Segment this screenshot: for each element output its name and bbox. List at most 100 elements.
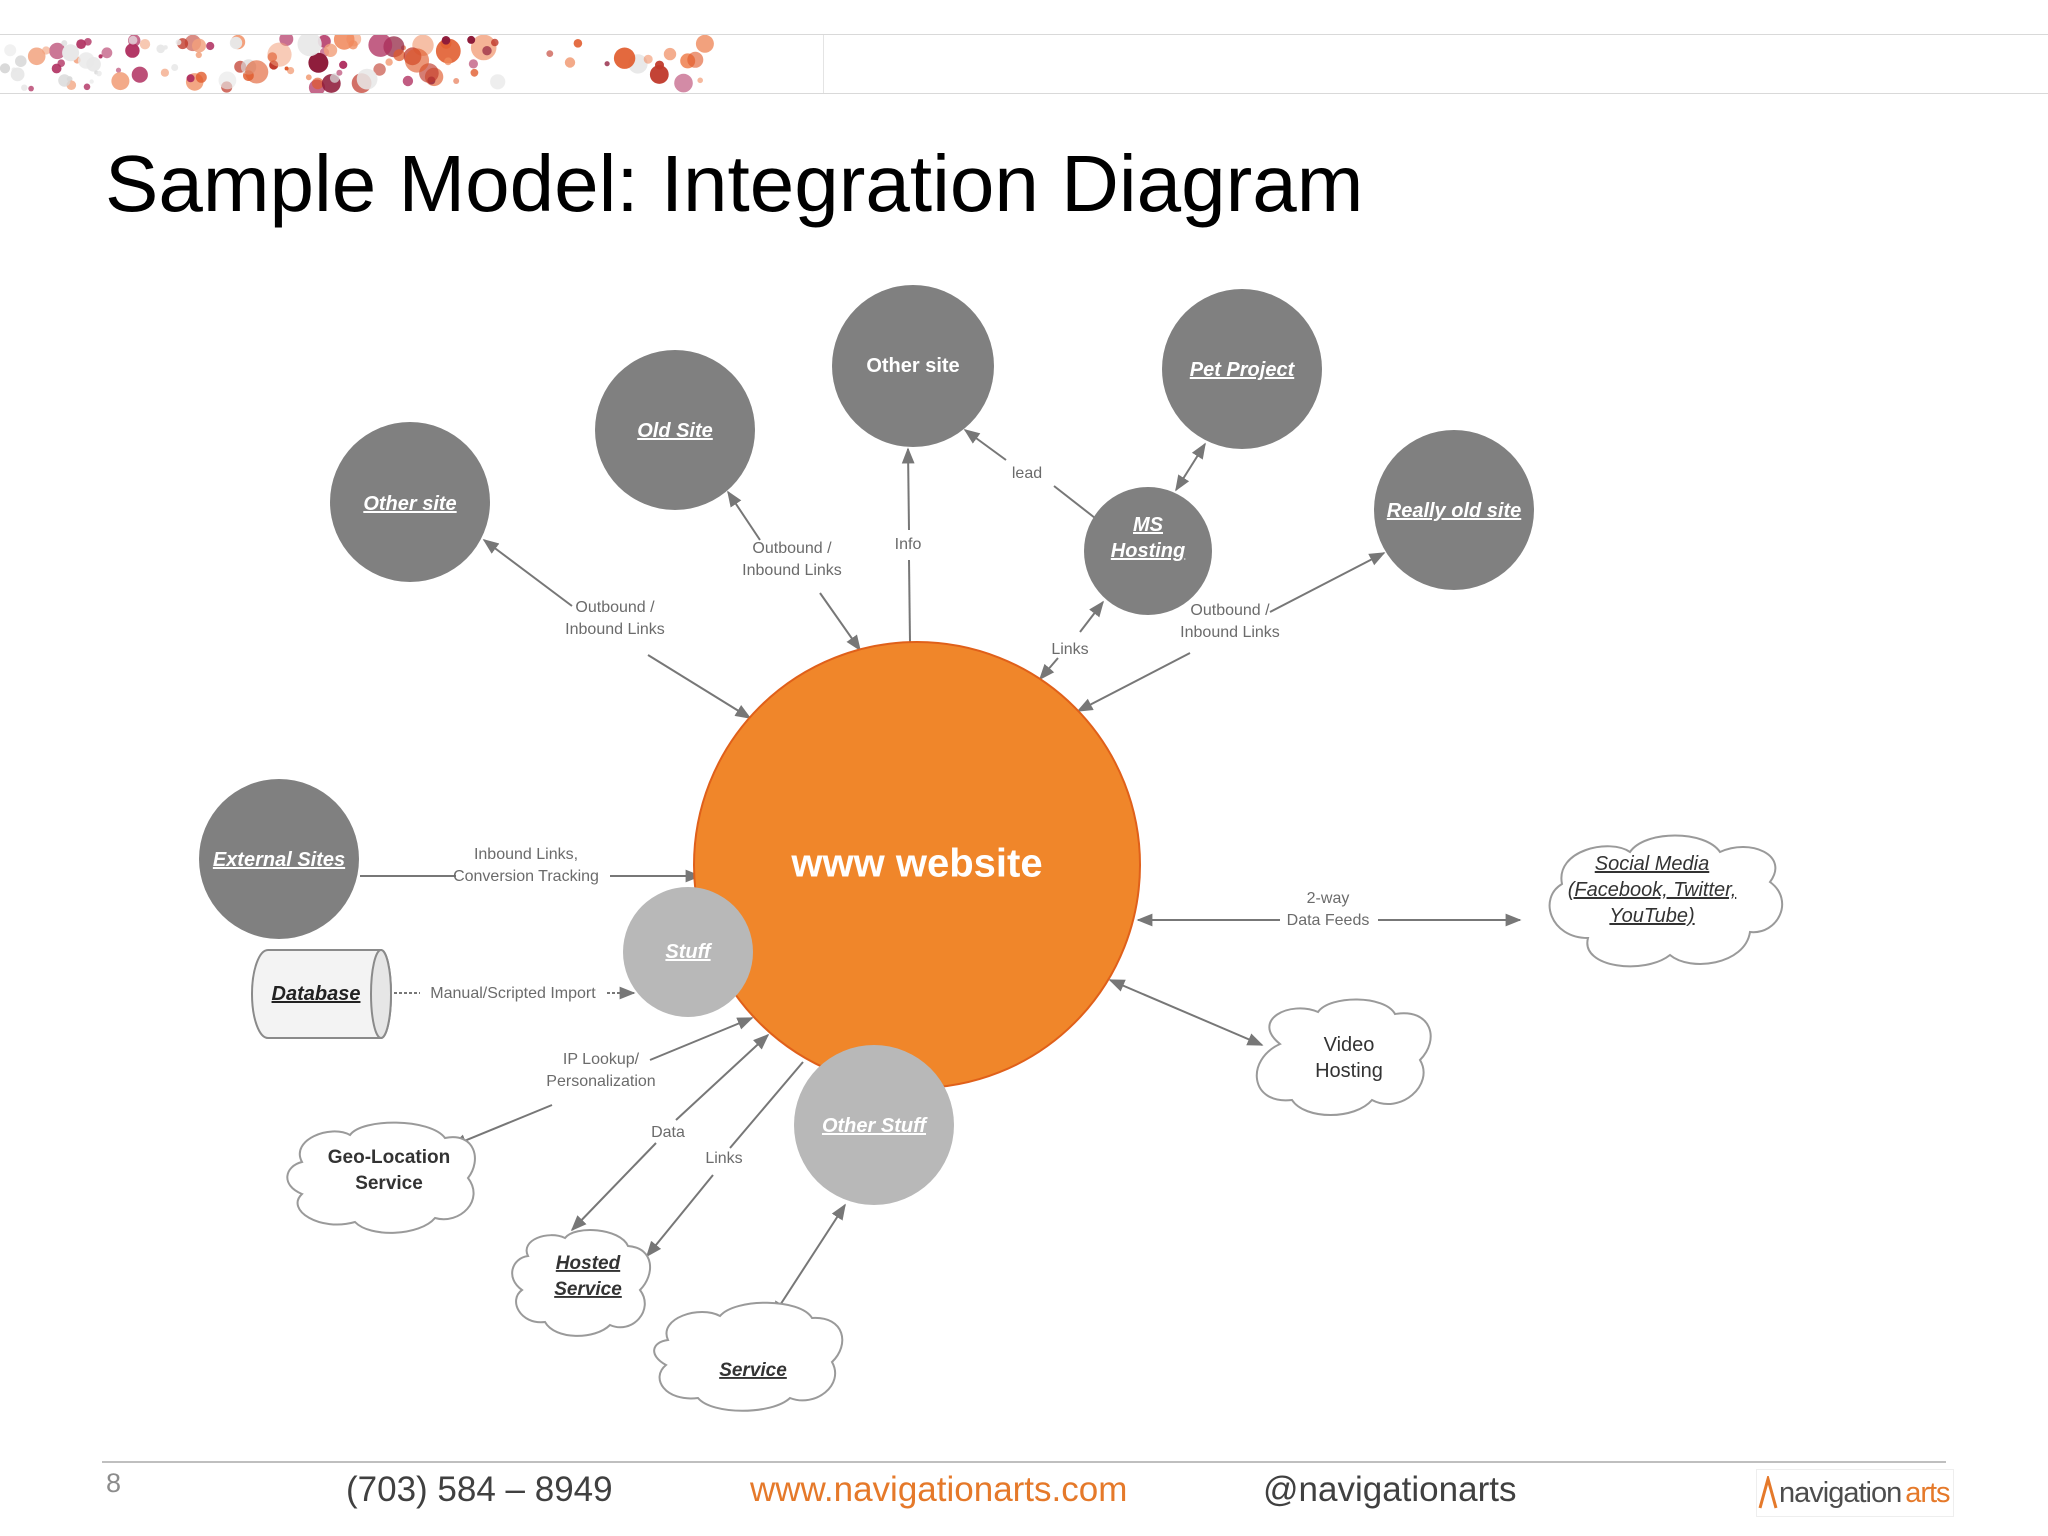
banner-dot — [311, 77, 324, 90]
banner-dot — [649, 65, 669, 84]
cloud-label-line: YouTube) — [1609, 905, 1694, 927]
banner-dot — [245, 60, 269, 84]
connection-label-line: Info — [895, 536, 922, 553]
node-other-site-left — [330, 422, 490, 582]
connection-label-links-hosted: Links — [705, 1150, 742, 1167]
connection-label-database: Manual/Scripted Import — [430, 985, 596, 1002]
banner-dot — [453, 78, 460, 84]
banner-dot — [491, 38, 499, 47]
node-external-sites-label: External Sites — [213, 849, 345, 871]
node-external-sites — [199, 779, 359, 939]
cloud-label-line: Video — [1324, 1034, 1375, 1056]
node-label-line: Other site — [866, 355, 959, 377]
banner-dot — [468, 59, 478, 69]
cloud-service — [653, 1301, 844, 1412]
line-other-site-top-b — [908, 559, 911, 643]
banner-dot — [115, 67, 122, 73]
line-hosted-links — [729, 1061, 804, 1149]
banner-dot — [229, 36, 243, 50]
cloud-label-line: Service — [554, 1279, 622, 1300]
banner-dot — [192, 38, 206, 53]
connection-label-line: Conversion Tracking — [453, 868, 599, 885]
node-other-stuff — [794, 1045, 954, 1205]
banner-dot — [11, 67, 17, 73]
banner-dot — [186, 74, 195, 83]
node-label-line: Old Site — [637, 420, 713, 442]
line-ms-hosting — [1038, 657, 1059, 681]
banner-dot — [4, 44, 17, 57]
banner-dot — [195, 71, 207, 83]
banner-dot — [267, 52, 278, 62]
connection-label-external-sites: Inbound Links,Conversion Tracking — [453, 846, 599, 885]
connection-label-links-ms: Links — [1051, 641, 1088, 658]
banner-dot — [695, 35, 714, 53]
banner-dot — [58, 74, 71, 87]
cloud-service-label: Service — [719, 1360, 787, 1381]
banner-dot — [27, 47, 46, 66]
line-other-site-top — [901, 447, 915, 531]
cloud-label-line: Social Media — [1595, 853, 1710, 875]
banner-dot — [305, 74, 312, 81]
banner-dot — [441, 36, 451, 45]
node-label-line: MS — [1133, 514, 1164, 536]
banner-dot — [687, 51, 704, 68]
footer-twitter-handle[interactable]: @navigationarts — [1263, 1470, 1517, 1509]
node-other-site-top — [832, 285, 994, 447]
banner-dot — [218, 71, 237, 90]
connection-label-line: Inbound Links — [742, 562, 842, 579]
line-hosted-links-b — [645, 1174, 714, 1258]
node-other-site-top-label: Other site — [866, 355, 959, 377]
cloud-label-line: Service — [355, 1173, 423, 1194]
banner-dot — [546, 50, 554, 57]
logo-mark-icon — [1758, 1476, 1778, 1509]
banner-dot — [76, 39, 86, 49]
banner-dot — [156, 44, 165, 54]
connection-label-line: Personalization — [546, 1073, 655, 1090]
node-label-line: Hosting — [1111, 540, 1185, 562]
line-old-site — [727, 490, 761, 541]
line-video-hosting — [1108, 979, 1264, 1046]
banner-dot — [467, 35, 476, 44]
cloud-hosted-service — [511, 1229, 652, 1337]
connection-label-line: Inbound Links — [565, 621, 665, 638]
footer-phone: (703) 584 – 8949 — [346, 1470, 613, 1509]
line-geo-location — [649, 1017, 754, 1061]
footer-url-link[interactable]: www.navigationarts.com — [750, 1470, 1128, 1509]
page-number: 8 — [106, 1468, 122, 1498]
node-ms-hosting-label: MS Hosting — [1111, 514, 1185, 562]
node-really-old-site — [1374, 430, 1534, 590]
banner-dot — [28, 85, 34, 92]
connection-label-really-old-site: Outbound /Inbound Links — [1180, 602, 1280, 641]
banner-dot — [444, 57, 452, 66]
banner-dot — [21, 84, 28, 91]
banner-dot — [373, 63, 386, 76]
banner-dot — [564, 57, 576, 68]
line-other-site-left — [482, 539, 573, 607]
connection-label-lead: lead — [1012, 465, 1042, 482]
banner-dot — [175, 39, 182, 46]
header-band — [0, 34, 2048, 94]
line-geo-location-b — [450, 1104, 553, 1147]
line-hosted-data — [675, 1033, 770, 1121]
connection-label-line: Outbound / — [575, 599, 655, 616]
banner-dot — [287, 67, 295, 75]
banner-dot — [195, 51, 202, 59]
banner-dot — [101, 47, 113, 59]
banner-dot — [490, 74, 506, 90]
banner-dot — [339, 60, 348, 69]
line-hosted-data-b — [570, 1142, 657, 1232]
banner-dot — [402, 75, 414, 87]
header-divider — [823, 35, 824, 93]
banner-dot — [128, 35, 138, 45]
node-old-site-label: Old Site — [637, 420, 713, 442]
line-lead — [963, 429, 1007, 461]
connection-label-line: Inbound Links — [1180, 624, 1280, 641]
node-database-label: Database — [272, 983, 361, 1005]
banner-dot — [308, 52, 329, 73]
node-label-line: Database — [272, 983, 361, 1005]
banner-dot — [206, 41, 215, 51]
